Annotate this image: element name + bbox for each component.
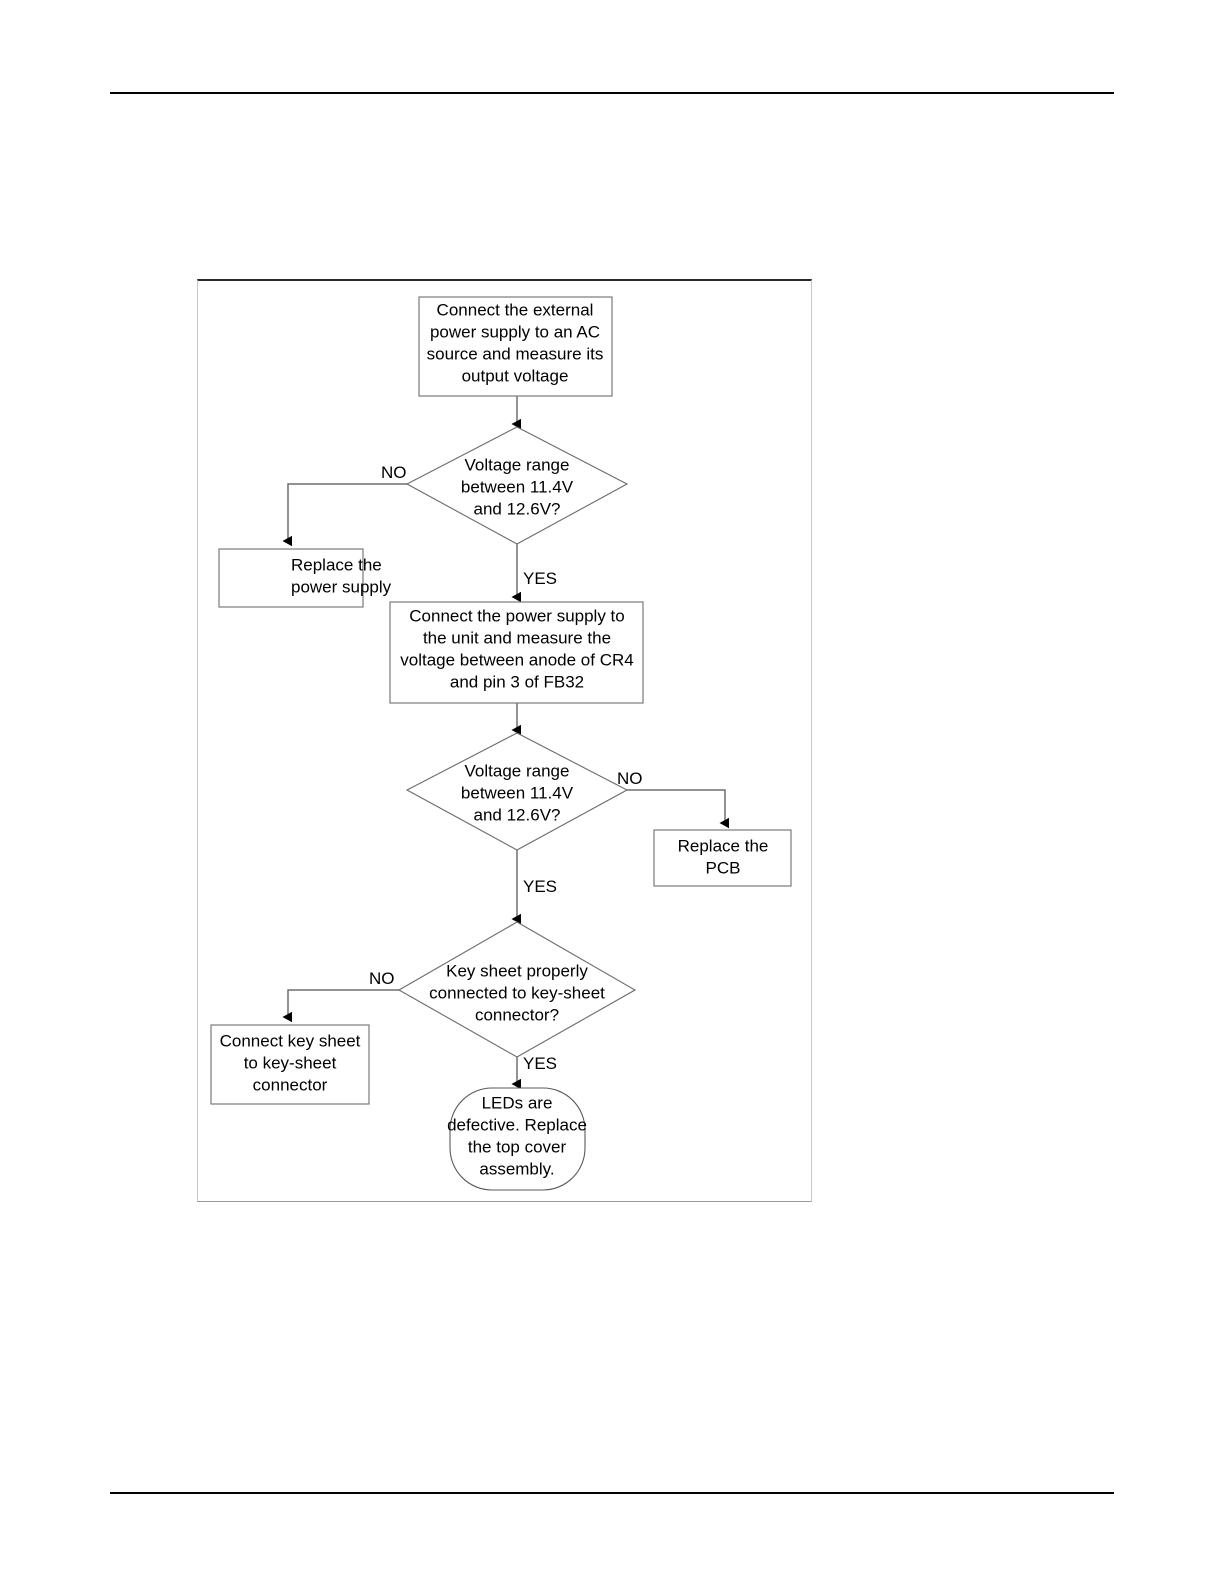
node-replace-power-supply-line-2: power supply bbox=[291, 577, 392, 596]
node-connect-key-sheet-line-3: connector bbox=[253, 1075, 328, 1094]
node-connect-key-sheet-line-1: Connect key sheet bbox=[220, 1031, 361, 1050]
node-decision-supply-voltage-line-3: and 12.6V? bbox=[474, 499, 561, 518]
node-leds-defective-terminal-line-2: defective. Replace bbox=[447, 1115, 587, 1134]
node-connect-key-sheet-line-2: to key-sheet bbox=[244, 1053, 337, 1072]
node-leds-defective-terminal-line-4: assembly. bbox=[479, 1159, 554, 1178]
node-decision-unit-voltage-line-2: between 11.4V bbox=[461, 783, 574, 802]
header-rule bbox=[110, 92, 1114, 94]
node-measure-unit-process-line-1: Connect the power supply to bbox=[409, 606, 624, 625]
branch-label-supply-yes: YES bbox=[523, 569, 557, 588]
node-measure-unit-process bbox=[389, 601, 644, 704]
node-decision-supply-voltage bbox=[405, 426, 629, 545]
connector-decision3-no bbox=[282, 989, 447, 1023]
branch-label-unit-no: NO bbox=[617, 769, 643, 788]
node-decision-key-sheet bbox=[397, 921, 637, 1058]
branch-label-supply-no: NO bbox=[381, 463, 407, 482]
node-decision-key-sheet-line-3: connector? bbox=[475, 1005, 559, 1024]
node-start-process-line-2: power supply to an AC bbox=[430, 322, 600, 341]
node-decision-unit-voltage-line-3: and 12.6V? bbox=[474, 805, 561, 824]
node-replace-pcb-line-1: Replace the bbox=[678, 836, 769, 855]
node-decision-key-sheet-line-1: Key sheet properly bbox=[446, 961, 588, 980]
node-decision-supply-voltage-line-2: between 11.4V bbox=[461, 477, 574, 496]
node-leds-defective-terminal bbox=[449, 1087, 586, 1191]
node-decision-unit-voltage bbox=[405, 732, 629, 851]
connector-decision1-no bbox=[282, 483, 455, 547]
node-start-process-line-4: output voltage bbox=[462, 366, 569, 385]
node-connect-key-sheet bbox=[210, 1024, 370, 1105]
branch-label-key-sheet-yes: YES bbox=[523, 1054, 557, 1073]
node-decision-supply-voltage-line-1: Voltage range bbox=[465, 455, 570, 474]
node-start-process bbox=[418, 296, 613, 397]
branch-label-unit-yes: YES bbox=[523, 877, 557, 896]
footer-rule bbox=[110, 1492, 1114, 1494]
node-replace-power-supply-line-1: Replace the bbox=[291, 555, 382, 574]
node-decision-key-sheet-line-2: connected to key-sheet bbox=[429, 983, 605, 1002]
node-leds-defective-terminal-line-3: the top cover bbox=[468, 1137, 567, 1156]
node-measure-unit-process-line-4: and pin 3 of FB32 bbox=[450, 672, 584, 691]
node-start-process-line-3: source and measure its bbox=[427, 344, 604, 363]
node-start-process-line-1: Connect the external bbox=[437, 300, 594, 319]
node-measure-unit-process-line-3: voltage between anode of CR4 bbox=[400, 650, 633, 669]
node-decision-unit-voltage-line-1: Voltage range bbox=[465, 761, 570, 780]
node-replace-pcb bbox=[653, 829, 792, 887]
flowchart: Connect the external power supply to an … bbox=[210, 296, 792, 1191]
node-leds-defective-terminal-line-1: LEDs are bbox=[482, 1093, 553, 1112]
node-replace-power-supply bbox=[218, 548, 364, 608]
node-replace-pcb-line-2: PCB bbox=[706, 858, 741, 877]
branch-label-key-sheet-no: NO bbox=[369, 969, 395, 988]
node-measure-unit-process-line-2: the unit and measure the bbox=[423, 628, 611, 647]
